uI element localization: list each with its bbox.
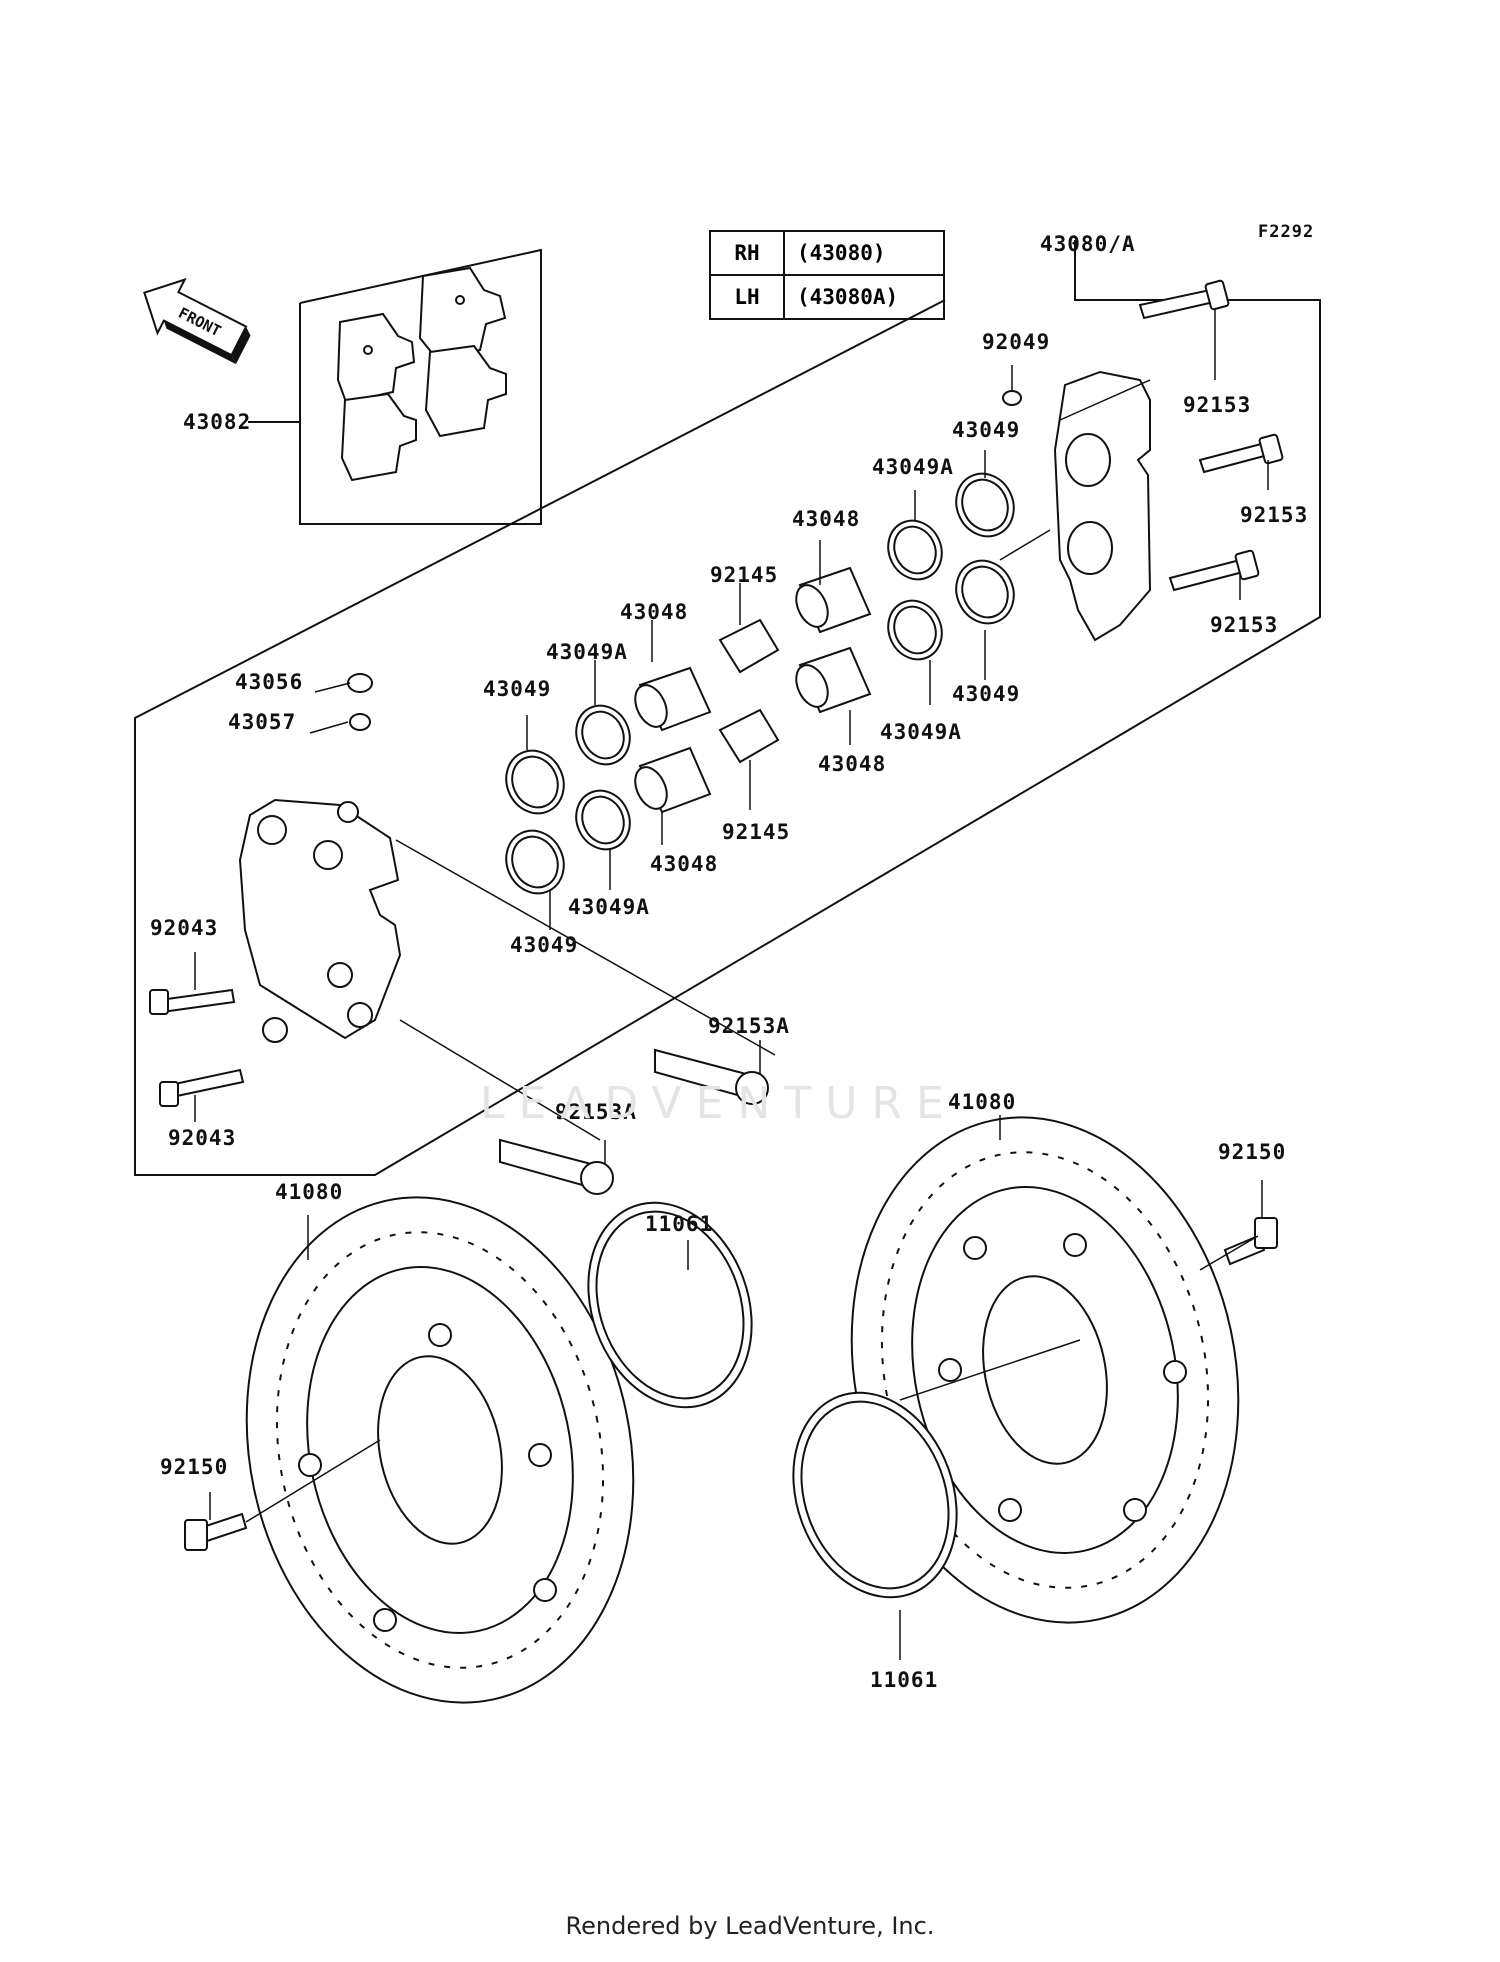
part-label-shim[interactable]: 11061: [870, 1668, 939, 1692]
disc-shims: [587, 1201, 958, 1599]
figure-code: F2292: [1258, 222, 1315, 242]
seals-and-pistons: [347, 390, 1022, 895]
front-arrow-icon: FRONT: [143, 277, 251, 365]
right-caliper: [1053, 370, 1152, 642]
part-label-piston[interactable]: 43048: [792, 507, 861, 531]
left-caliper: [238, 798, 402, 1043]
assembly-outline: [134, 240, 1321, 1176]
part-label-bolt[interactable]: 92153: [1240, 503, 1309, 527]
part-label-seal[interactable]: 43049: [952, 418, 1021, 442]
part-label-seal[interactable]: 43049A: [568, 895, 650, 919]
part-label-seal[interactable]: 43049: [952, 682, 1021, 706]
part-label-piston[interactable]: 43048: [818, 752, 887, 776]
part-label-seal[interactable]: 43049A: [872, 455, 954, 479]
part-label-pads[interactable]: 43082: [183, 410, 252, 434]
part-label-piston[interactable]: 43048: [620, 600, 689, 624]
part-label-seal[interactable]: 43049: [510, 933, 579, 957]
watermark: LEADVENTURE: [480, 1078, 958, 1129]
part-label-bolt[interactable]: 92153: [1210, 613, 1279, 637]
part-label-seal[interactable]: 43049A: [546, 640, 628, 664]
side-number-cell: (43080): [783, 230, 945, 276]
part-label-bleeder[interactable]: 43056: [235, 670, 304, 694]
part-label-spring[interactable]: 92145: [722, 820, 791, 844]
side-table: RH (43080) LH (43080A): [709, 230, 945, 320]
side-row: RH (43080): [709, 230, 945, 276]
side-cell: LH: [709, 274, 785, 320]
leader-lines: [194, 310, 1269, 1660]
side-cell: RH: [709, 230, 785, 276]
part-label-pin[interactable]: 92153A: [555, 1100, 637, 1124]
part-label-cap[interactable]: 43057: [228, 710, 297, 734]
part-label-piston[interactable]: 43048: [650, 852, 719, 876]
side-number-cell: (43080A): [783, 274, 945, 320]
brake-disc-left: [245, 1196, 635, 1704]
part-label-screw[interactable]: 92043: [168, 1126, 237, 1150]
part-label-washer[interactable]: 92049: [982, 330, 1051, 354]
part-label-disc[interactable]: 41080: [275, 1180, 344, 1204]
part-label-seal[interactable]: 43049A: [880, 720, 962, 744]
footer-credit: Rendered by LeadVenture, Inc.: [565, 1912, 935, 1940]
part-label-disc-bolt[interactable]: 92150: [160, 1455, 229, 1479]
part-label-spring[interactable]: 92145: [710, 563, 779, 587]
part-label-seal[interactable]: 43049: [483, 677, 552, 701]
part-label-screw[interactable]: 92043: [150, 916, 219, 940]
side-row: LH (43080A): [709, 274, 945, 320]
bolts: [149, 279, 1284, 1551]
part-label-shim[interactable]: 11061: [645, 1212, 714, 1236]
part-label-disc[interactable]: 41080: [948, 1090, 1017, 1114]
part-label-bolt[interactable]: 92153: [1183, 393, 1252, 417]
pad-box: [299, 248, 542, 525]
part-label-assembly[interactable]: 43080/A: [1040, 232, 1136, 256]
part-label-pin[interactable]: 92153A: [708, 1014, 790, 1038]
brake-pads: [336, 266, 507, 482]
part-label-disc-bolt[interactable]: 92150: [1218, 1140, 1287, 1164]
